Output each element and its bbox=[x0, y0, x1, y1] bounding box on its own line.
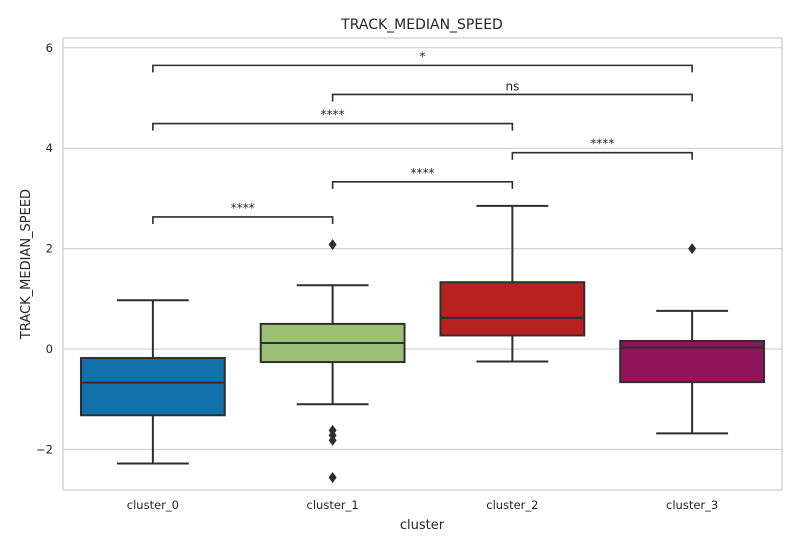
y-tick-label: 4 bbox=[46, 141, 53, 155]
x-tick-label: cluster_3 bbox=[666, 498, 718, 512]
x-tick-label: cluster_2 bbox=[486, 498, 538, 512]
box-cluster_0 bbox=[79, 299, 226, 465]
significance-label: ns bbox=[505, 79, 519, 93]
bracket-line bbox=[331, 181, 514, 189]
significance-bracket: **** bbox=[152, 201, 334, 224]
box-series bbox=[79, 204, 766, 484]
bracket-line bbox=[152, 122, 514, 131]
box-cluster_3 bbox=[619, 243, 766, 435]
significance-bracket: **** bbox=[511, 137, 693, 160]
significance-label: **** bbox=[321, 108, 345, 122]
outlier-point bbox=[328, 472, 337, 484]
outlier-point bbox=[328, 239, 337, 251]
y-axis-label: TRACK_MEDIAN_SPEED bbox=[19, 189, 34, 340]
box-cluster_1 bbox=[259, 239, 406, 484]
y-tick-label: −2 bbox=[36, 442, 53, 456]
significance-bracket: * bbox=[152, 49, 693, 73]
box-cluster_2 bbox=[439, 204, 586, 363]
y-tick-label: 2 bbox=[46, 242, 53, 256]
significance-bracket: **** bbox=[152, 108, 514, 131]
significance-annotations: **** **** **** **** ns * bbox=[152, 49, 693, 224]
significance-label: **** bbox=[590, 137, 614, 151]
outlier-point bbox=[688, 243, 697, 255]
x-tick-label: cluster_0 bbox=[127, 498, 179, 512]
y-tick-label: 6 bbox=[46, 41, 53, 55]
x-tick-label: cluster_1 bbox=[307, 498, 359, 512]
x-axis-label: cluster bbox=[400, 518, 445, 533]
significance-bracket: ns bbox=[331, 79, 693, 102]
plot-frame bbox=[62, 37, 783, 491]
bracket-line bbox=[331, 93, 693, 102]
significance-label: **** bbox=[231, 201, 255, 215]
significance-label: * bbox=[420, 49, 426, 63]
bracket-line bbox=[152, 64, 693, 73]
bracket-line bbox=[152, 216, 334, 224]
chart-title: TRACK_MEDIAN_SPEED bbox=[340, 17, 503, 33]
iqr-box bbox=[79, 357, 226, 417]
y-tick-label: 0 bbox=[46, 342, 53, 356]
significance-bracket: **** bbox=[331, 166, 514, 189]
bracket-line bbox=[511, 151, 693, 160]
significance-label: **** bbox=[411, 166, 435, 180]
iqr-box bbox=[439, 281, 586, 337]
axis-ticks: −2 0 2 4 6 cluster_0 cluster_1 cluster_2 cluster… bbox=[36, 41, 718, 512]
outlier-point bbox=[328, 434, 337, 446]
